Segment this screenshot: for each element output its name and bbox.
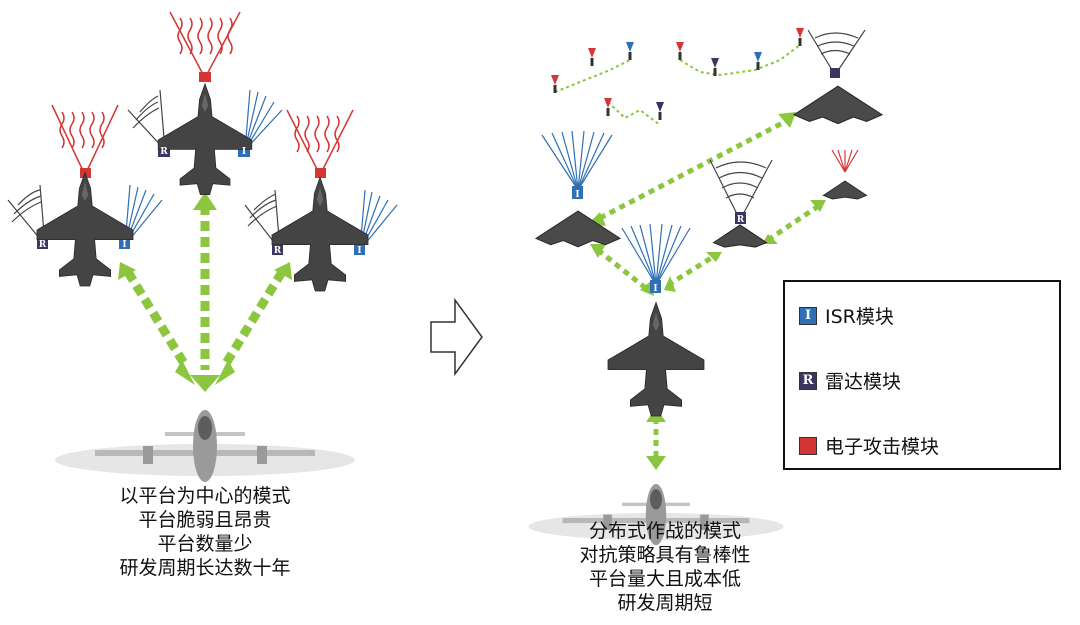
module-marker: I — [653, 284, 657, 294]
caption-line: 平台数量少 — [157, 533, 253, 555]
module-marker: R — [39, 240, 47, 250]
legend-item-ea: 电子攻击模块 — [799, 432, 939, 459]
module-marker: R — [274, 246, 282, 256]
caption-line: 研发周期短 — [617, 592, 713, 614]
small-drone-icon — [822, 180, 868, 200]
centralized-model-caption: 以平台为中心的模式 平台脆弱且昂贵 平台数量少 研发周期长达数十年 — [85, 484, 325, 580]
caption-line: 平台量大且成本低 — [588, 568, 741, 590]
module-marker: I — [357, 246, 361, 256]
caption-line: 对抗策略具有鲁棒性 — [579, 544, 751, 566]
legend-label: ISR模块 — [825, 306, 894, 328]
module-marker: R — [160, 147, 168, 157]
radar-module-icon: R — [799, 371, 817, 390]
ea-module-icon — [799, 436, 817, 455]
hollow-arrow-right-icon — [430, 297, 483, 377]
caption-line: 以平台为中心的模式 — [119, 485, 291, 507]
awacs-plane-icon — [55, 410, 355, 482]
legend-item-radar: R 雷达模块 — [799, 367, 901, 394]
drone-icon — [793, 85, 883, 125]
module-marker: I — [122, 240, 126, 250]
legend: I ISR模块 R 雷达模块 电子攻击模块 — [783, 280, 1061, 470]
legend-label: 雷达模块 — [825, 371, 902, 393]
isr-module-icon: I — [799, 306, 817, 325]
distributed-model — [528, 28, 883, 546]
fighter-jet-icon — [36, 171, 134, 287]
legend-item-isr: I ISR模块 — [799, 302, 894, 329]
drone-icon — [535, 210, 621, 248]
module-marker: I — [242, 147, 246, 157]
caption-line: 研发周期长达数十年 — [119, 557, 291, 579]
centralized-model — [7, 11, 398, 482]
legend-label: 电子攻击模块 — [825, 436, 940, 458]
small-drone-icon — [713, 224, 767, 248]
data-link-arrows — [124, 205, 286, 370]
caption-line: 分布式作战的模式 — [588, 520, 741, 542]
fighter-jet-icon — [157, 83, 253, 195]
ea-module-icon — [199, 72, 211, 82]
fighter-jet-icon — [607, 301, 705, 417]
distributed-model-caption: 分布式作战的模式 对抗策略具有鲁棒性 平台量大且成本低 研发周期短 — [540, 519, 790, 615]
module-marker: I — [575, 190, 579, 200]
module-marker: R — [737, 215, 745, 225]
caption-line: 平台脆弱且昂贵 — [138, 509, 272, 531]
ea-fan-top — [169, 11, 241, 79]
